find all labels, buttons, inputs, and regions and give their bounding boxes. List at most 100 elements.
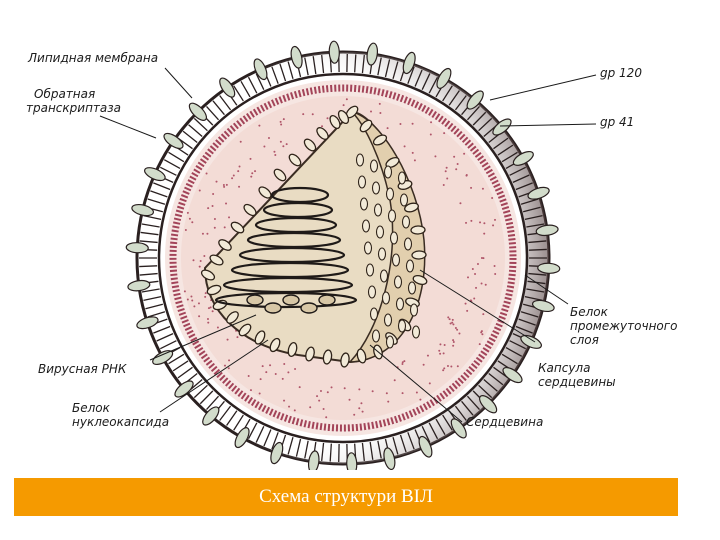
gp120-spike [188, 102, 208, 121]
capsid-bead [375, 225, 385, 239]
matrix-dot [259, 378, 262, 381]
label-lipid-membrane: Липидная мембрана [27, 51, 158, 65]
matrix-dot [215, 180, 218, 183]
capsid-bead [405, 259, 415, 273]
membrane-tick [147, 198, 166, 205]
gp120-spike [418, 435, 433, 458]
matrix-dot [223, 364, 226, 367]
matrix-dot [188, 217, 191, 220]
matrix-dot [273, 150, 276, 153]
matrix-dot [493, 265, 496, 268]
matrix-dot [385, 392, 388, 395]
capsid-bead [273, 168, 287, 182]
membrane-tick [520, 198, 539, 205]
membrane-tick [304, 57, 309, 76]
membrane-tick [159, 340, 177, 350]
matrix-dot [288, 405, 291, 408]
label-reverse-transcriptase-line2: транскриптаза [26, 101, 121, 115]
matrix-dot [274, 154, 277, 157]
matrix-dot [467, 276, 470, 279]
membrane-tick [145, 303, 164, 310]
matrix-dot [258, 124, 261, 127]
gp120-spike [478, 395, 498, 414]
membrane-tick [442, 85, 453, 102]
membrane-tick [466, 105, 480, 121]
matrix-dot [465, 221, 468, 224]
capsid-bead [385, 187, 395, 201]
matrix-dot [434, 155, 437, 158]
membrane-tick [206, 395, 220, 411]
gp120-spike [127, 279, 151, 292]
matrix-dot [206, 232, 209, 235]
label-core: Сердцевина [466, 415, 543, 429]
membrane-tick [199, 390, 214, 405]
matrix-dot [330, 386, 333, 389]
matrix-dot [186, 211, 189, 214]
matrix-dot [279, 120, 282, 123]
matrix-dot [449, 322, 452, 325]
matrix-dot [342, 104, 345, 107]
matrix-dot [399, 123, 402, 126]
matrix-dot [439, 343, 442, 346]
matrix-dot [466, 309, 469, 312]
capsid-bead [269, 337, 281, 353]
matrix-dot [211, 310, 214, 313]
membrane-tick [141, 223, 160, 228]
gp120-spike [144, 167, 166, 182]
membrane-tick [478, 384, 493, 399]
matrix-dot [448, 318, 451, 321]
matrix-dot [452, 344, 455, 347]
matrix-dot [442, 184, 445, 187]
gp120-spike [537, 262, 561, 274]
capsid-bead [329, 114, 341, 130]
matrix-dot [223, 226, 226, 229]
matrix-dot [250, 175, 253, 178]
capsid-bead [371, 181, 381, 195]
gp120-spike [219, 77, 236, 98]
membrane-tick [177, 366, 193, 379]
matrix-dot [183, 290, 186, 293]
membrane-tick [509, 340, 527, 350]
matrix-dot [247, 375, 250, 378]
capsid-bead [410, 225, 426, 235]
matrix-dot [207, 207, 210, 210]
matrix-dot [287, 371, 290, 374]
capsid-bead [288, 153, 302, 167]
capsid-bead [397, 171, 407, 185]
matrix-dot [403, 360, 406, 363]
matrix-dot [370, 110, 373, 113]
membrane-tick [147, 311, 166, 318]
matrix-dot [492, 224, 495, 227]
matrix-dot [316, 395, 319, 398]
gp120-spike [328, 40, 340, 64]
matrix-dot [293, 409, 296, 412]
label-core-capsule-line1: Капсула [538, 361, 590, 375]
matrix-dot [465, 173, 468, 176]
gp120-spike [466, 90, 484, 110]
membrane-tick [478, 117, 493, 132]
matrix-dot [249, 157, 252, 160]
membrane-tick [321, 442, 325, 461]
matrix-dot [326, 391, 329, 394]
gp120-spike [125, 242, 149, 254]
capsid-bead [238, 323, 252, 337]
capsid-bead [411, 325, 421, 339]
capsid-bead [365, 263, 375, 277]
matrix-dot [318, 399, 321, 402]
capsid-bead [377, 247, 387, 261]
membrane-tick [247, 76, 258, 94]
matrix-dot [444, 170, 447, 173]
membrane-tick [141, 288, 160, 293]
matrix-dot [213, 226, 216, 229]
capsid-bead [391, 253, 401, 267]
membrane-tick [528, 248, 547, 251]
capsid-bead [254, 330, 266, 345]
matrix-dot [282, 145, 285, 148]
matrix-dot [311, 113, 314, 116]
matrix-dot [494, 273, 497, 276]
membrane-tick [182, 130, 198, 143]
membrane-tick [524, 296, 543, 302]
capsid-bead [230, 221, 245, 234]
nucleocapsid-bead [264, 302, 282, 314]
matrix-dot [484, 283, 487, 286]
